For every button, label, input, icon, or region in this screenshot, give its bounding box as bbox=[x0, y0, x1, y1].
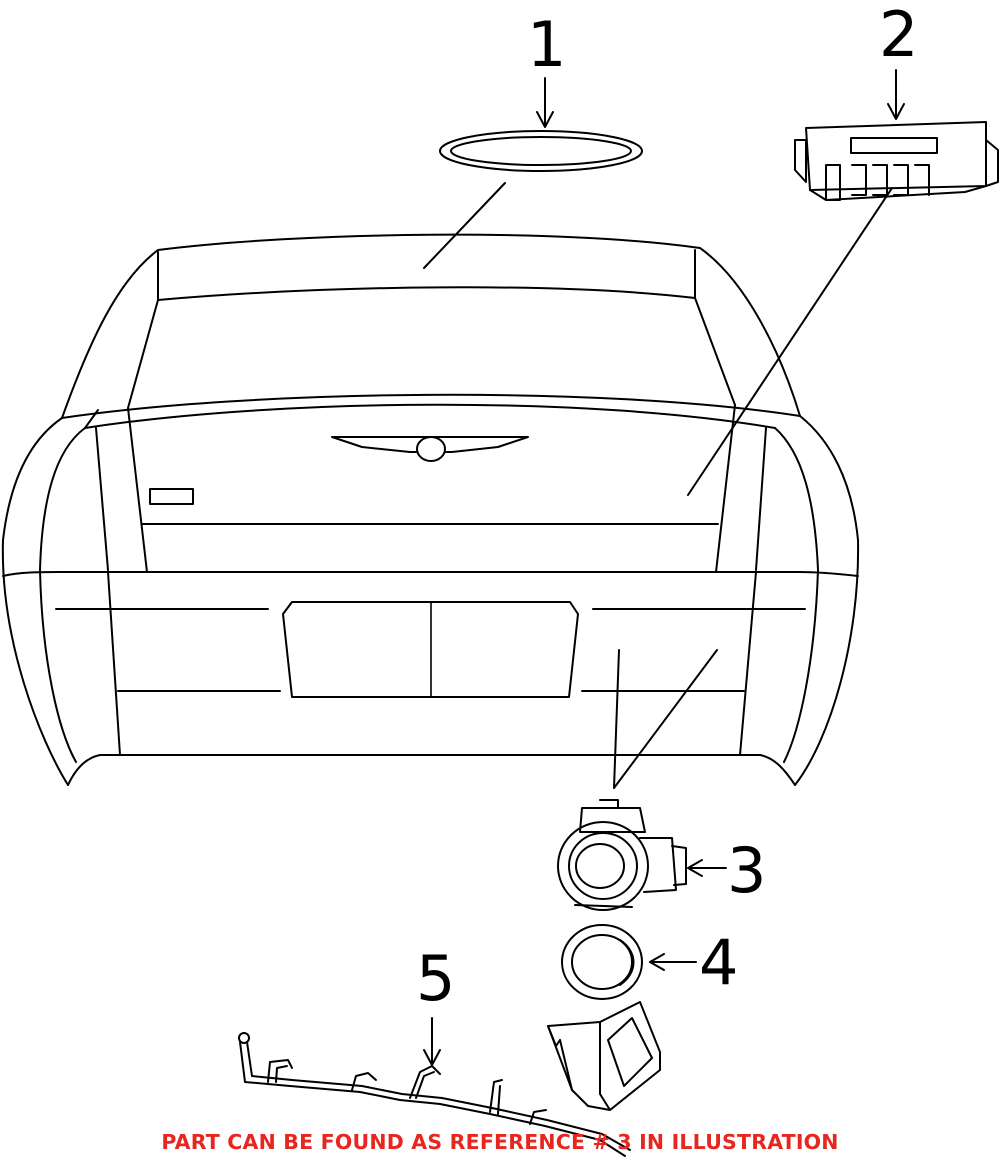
reference-note: PART CAN BE FOUND AS REFERENCE # 3 IN IL… bbox=[161, 1130, 839, 1154]
part-2-control-module bbox=[687, 69, 999, 496]
part-3-park-sensor bbox=[557, 649, 727, 911]
part-4-sensor-bezel bbox=[561, 924, 697, 1000]
car-rear-view bbox=[1, 233, 860, 786]
callout-3: 3 bbox=[727, 834, 767, 907]
callout-1: 1 bbox=[527, 8, 567, 81]
sensor-mounting-bracket bbox=[547, 1001, 661, 1111]
part-5-wiring-harness bbox=[238, 1017, 631, 1157]
callout-2: 2 bbox=[879, 0, 919, 71]
part-1-brake-light bbox=[423, 77, 643, 269]
callout-5: 5 bbox=[416, 942, 456, 1015]
callout-4: 4 bbox=[699, 926, 739, 999]
